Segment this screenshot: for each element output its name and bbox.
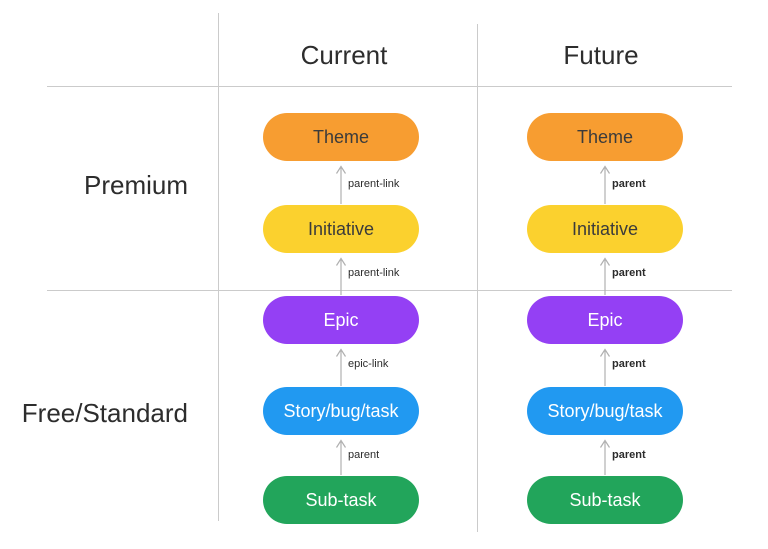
node-sub-task-future: Sub-task — [527, 476, 683, 524]
node-epic-future: Epic — [527, 296, 683, 344]
node-theme-current: Theme — [263, 113, 419, 161]
arrow-up-icon — [334, 165, 348, 204]
link-label-parent: parent — [612, 267, 646, 279]
node-sub-task-current: Sub-task — [263, 476, 419, 524]
link-label-parent-link: parent-link — [348, 267, 400, 279]
column-header-current: Current — [300, 40, 388, 70]
node-story-bug-task-future: Story/bug/task — [527, 387, 683, 435]
arrow-up-icon — [598, 165, 612, 204]
arrow-up-icon — [598, 439, 612, 475]
horizontal-divider-middle — [47, 290, 732, 291]
node-theme-future: Theme — [527, 113, 683, 161]
arrow-up-icon — [334, 439, 348, 475]
node-initiative-future: Initiative — [527, 205, 683, 253]
row-header-free-standard: Free/Standard — [21, 398, 188, 428]
node-story-bug-task-current: Story/bug/task — [263, 387, 419, 435]
arrow-up-icon — [334, 348, 348, 386]
node-initiative-current: Initiative — [263, 205, 419, 253]
link-label-parent: parent — [348, 449, 380, 461]
column-header-future: Future — [563, 40, 639, 70]
vertical-divider-left — [218, 13, 219, 521]
link-label-epic-link: epic-link — [348, 358, 389, 370]
link-label-parent-link: parent-link — [348, 178, 400, 190]
arrow-up-icon — [334, 257, 348, 295]
horizontal-divider-top — [47, 86, 732, 87]
link-label-parent: parent — [612, 178, 646, 190]
link-label-parent: parent — [612, 358, 646, 370]
link-label-parent: parent — [612, 449, 646, 461]
vertical-divider-right — [477, 24, 478, 532]
node-epic-current: Epic — [263, 296, 419, 344]
arrow-up-icon — [598, 348, 612, 386]
row-header-premium: Premium — [83, 170, 188, 200]
arrow-up-icon — [598, 257, 612, 295]
